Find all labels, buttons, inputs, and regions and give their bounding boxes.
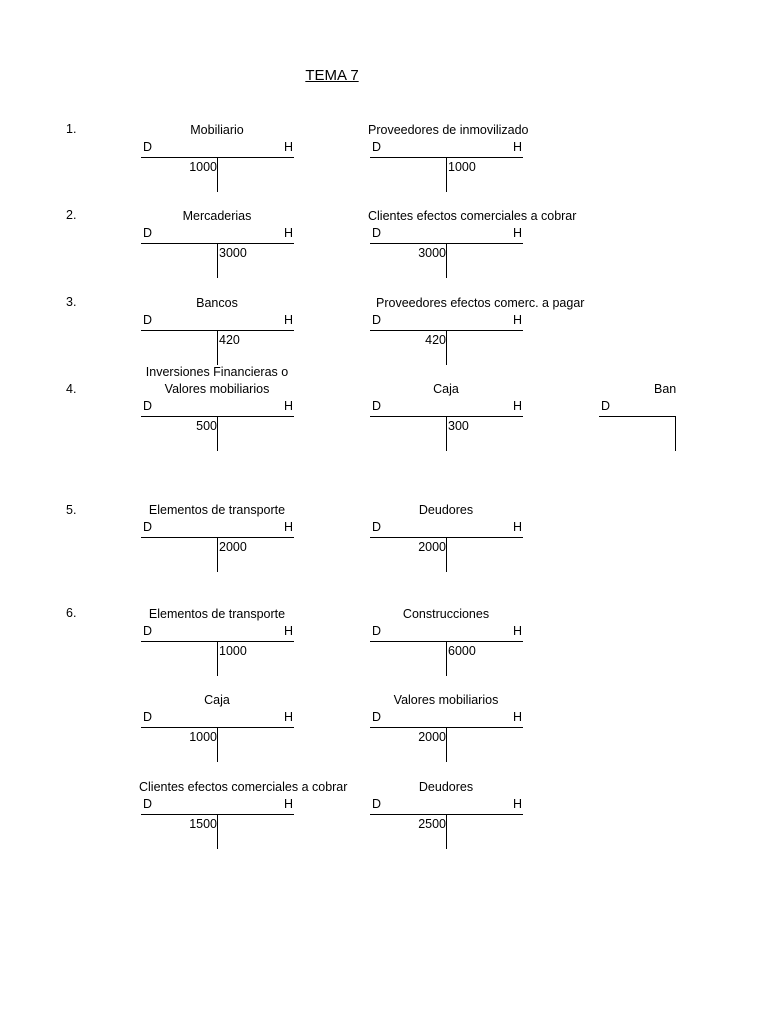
credit-label: H (512, 140, 522, 154)
t-account-stem (217, 641, 218, 676)
credit-amount: 6000 (448, 644, 476, 658)
credit-amount: 3000 (219, 246, 247, 260)
account-name: Clientes efectos comerciales a cobrar (368, 209, 577, 223)
debit-label: D (143, 624, 153, 638)
item-number-4: 4. (66, 382, 77, 396)
debit-amount: 2000 (418, 730, 446, 744)
page-title: TEMA 7 (305, 67, 359, 84)
credit-amount: 420 (219, 333, 240, 347)
t-account-stem (217, 243, 218, 278)
debit-label: D (372, 226, 382, 240)
credit-label: H (512, 710, 522, 724)
credit-label: H (283, 624, 293, 638)
item-number-2: 2. (66, 208, 77, 222)
credit-label: H (512, 624, 522, 638)
t-account-stem (446, 727, 447, 762)
debit-amount: 1500 (189, 817, 217, 831)
account-name: Deudores (418, 503, 474, 517)
debit-amount: 3000 (418, 246, 446, 260)
credit-label: H (283, 140, 293, 154)
account-name: Caja (204, 693, 230, 707)
debit-label: D (143, 226, 153, 240)
account-name: Ban (654, 382, 677, 396)
debit-label: D (143, 140, 153, 154)
credit-label: H (283, 520, 293, 534)
credit-label: H (283, 399, 293, 413)
t-account-stem (217, 157, 218, 192)
credit-label: H (283, 710, 293, 724)
account-name: Caja (433, 382, 459, 396)
t-account-stem (675, 416, 676, 451)
t-account-stem (446, 416, 447, 451)
credit-label: H (512, 399, 522, 413)
credit-label: H (283, 797, 293, 811)
t-account-stem (446, 330, 447, 365)
account-name: Construcciones (402, 607, 490, 621)
credit-label: H (512, 797, 522, 811)
t-account-stem (446, 814, 447, 849)
account-name: Inversiones Financieras o Valores mobili… (139, 364, 295, 398)
debit-label: D (372, 710, 382, 724)
t-account-stem (217, 727, 218, 762)
debit-label: D (372, 797, 382, 811)
debit-label: D (143, 313, 153, 327)
debit-label: D (143, 710, 153, 724)
account-name: Deudores (418, 780, 474, 794)
item-number-6: 6. (66, 606, 77, 620)
account-name-line1: Inversiones Financieras o (145, 365, 289, 379)
debit-label: D (372, 313, 382, 327)
credit-label: H (283, 313, 293, 327)
account-name-line2: Valores mobiliarios (164, 382, 270, 396)
t-account-stem (446, 243, 447, 278)
item-number-1: 1. (66, 122, 77, 136)
credit-amount: 2000 (219, 540, 247, 554)
credit-label: H (512, 226, 522, 240)
account-name: Proveedores de inmovilizado (368, 123, 529, 137)
debit-amount: 2000 (418, 540, 446, 554)
account-name: Proveedores efectos comerc. a pagar (376, 296, 585, 310)
account-name: Clientes efectos comerciales a cobrar (139, 780, 348, 794)
t-account-bar (599, 416, 675, 417)
debit-label: D (143, 797, 153, 811)
debit-label: D (372, 624, 382, 638)
debit-amount: 420 (425, 333, 446, 347)
debit-label: D (372, 520, 382, 534)
debit-amount: 1000 (189, 160, 217, 174)
credit-label: H (512, 520, 522, 534)
account-name: Bancos (196, 296, 238, 310)
credit-label: H (283, 226, 293, 240)
account-name: Valores mobiliarios (393, 693, 499, 707)
debit-label: D (143, 399, 153, 413)
debit-amount: 500 (196, 419, 217, 433)
t-account-stem (446, 537, 447, 572)
t-account-stem (217, 814, 218, 849)
debit-label: D (372, 140, 382, 154)
item-number-5: 5. (66, 503, 77, 517)
credit-amount: 1000 (448, 160, 476, 174)
t-account-stem (217, 537, 218, 572)
debit-label: D (601, 399, 611, 413)
credit-amount: 300 (448, 419, 469, 433)
debit-label: D (143, 520, 153, 534)
t-account-stem (446, 641, 447, 676)
credit-label: H (512, 313, 522, 327)
item-number-3: 3. (66, 295, 77, 309)
account-name: Elementos de transporte (148, 607, 286, 621)
debit-label: D (372, 399, 382, 413)
debit-amount: 1000 (189, 730, 217, 744)
t-account-stem (446, 157, 447, 192)
account-name: Mercaderias (182, 209, 252, 223)
credit-amount: 1000 (219, 644, 247, 658)
debit-amount: 2500 (418, 817, 446, 831)
account-name: Mobiliario (190, 123, 244, 137)
account-name: Elementos de transporte (148, 503, 286, 517)
t-account-stem (217, 330, 218, 365)
t-account-stem (217, 416, 218, 451)
